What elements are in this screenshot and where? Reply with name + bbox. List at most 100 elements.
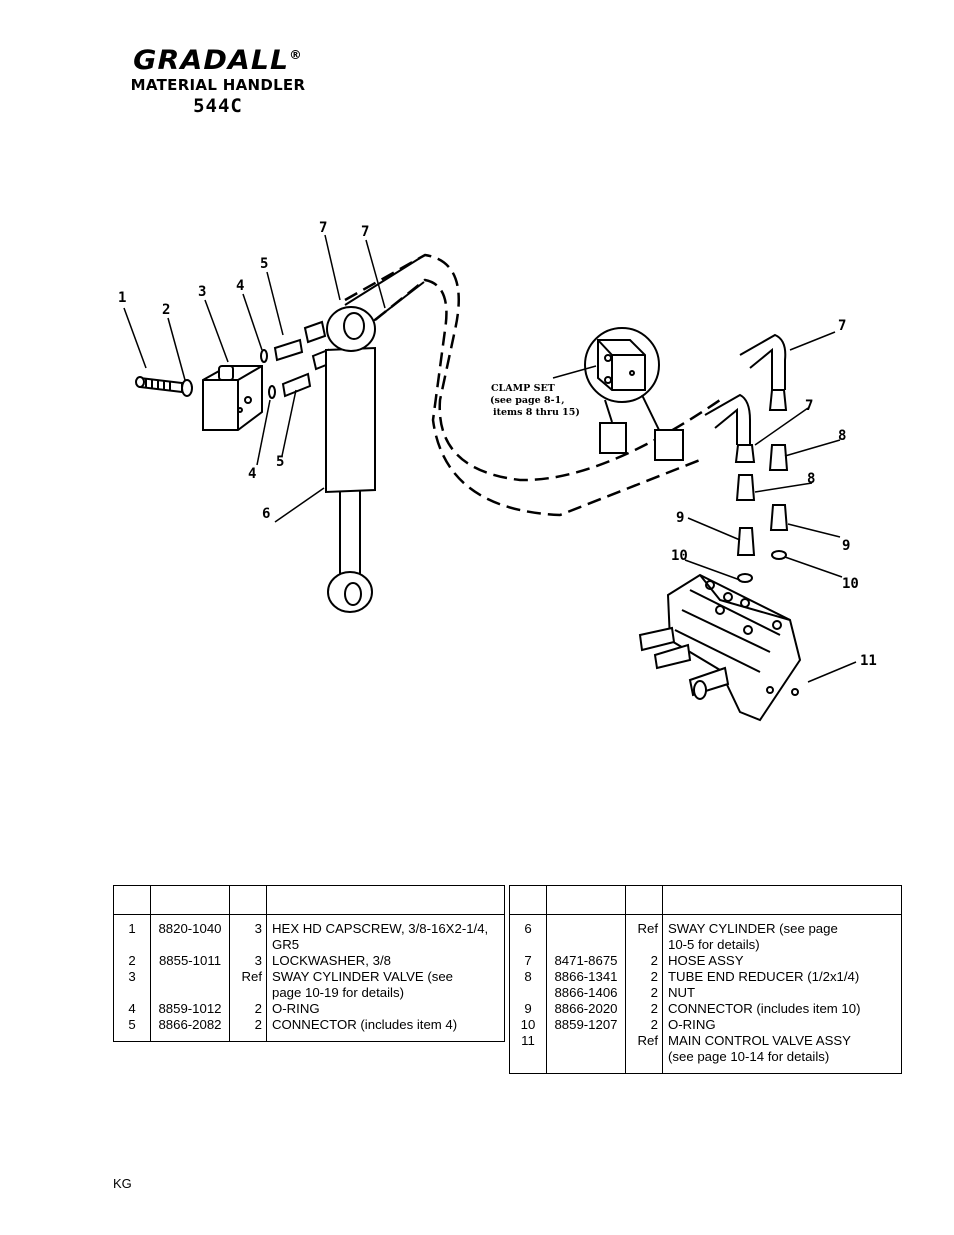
item-number: 8 <box>509 969 547 985</box>
description: NUT <box>662 985 902 1001</box>
callout-7-left-a: 7 <box>319 220 327 236</box>
part-number <box>546 1033 626 1049</box>
model-number: 544C <box>193 95 243 117</box>
item-number: 9 <box>509 1001 547 1017</box>
callout-3: 3 <box>198 284 206 300</box>
table-row: (see page 10-14 for details) <box>509 1049 902 1074</box>
item-number: 11 <box>509 1033 547 1049</box>
quantity: 2 <box>625 985 663 1001</box>
logo-subtitle: MATERIAL HANDLER <box>130 76 306 94</box>
item-number <box>509 937 547 953</box>
brand-name: GRADALL® <box>133 45 303 76</box>
registered-mark: ® <box>289 48 303 62</box>
part-number <box>150 969 230 985</box>
quantity: Ref <box>625 1033 663 1049</box>
header-qty <box>229 885 267 915</box>
callout-11: 11 <box>860 653 877 669</box>
table-header-row <box>509 885 902 915</box>
callout-4-top: 4 <box>236 278 244 294</box>
header-part-number <box>546 885 626 915</box>
description: page 10-19 for details) <box>266 985 505 1001</box>
item-number: 7 <box>509 953 547 969</box>
quantity <box>625 937 663 953</box>
callout-9-a: 9 <box>676 510 684 526</box>
part-number: 8820-1040 <box>150 914 230 937</box>
quantity <box>229 1033 267 1042</box>
table-row: 10-5 for details) <box>509 937 902 953</box>
item-number <box>113 937 151 953</box>
quantity: 2 <box>625 953 663 969</box>
description: CONNECTOR (includes item 4) <box>266 1017 505 1033</box>
description: HEX HD CAPSCREW, 3/8-16X2-1/4, <box>266 914 505 937</box>
quantity <box>229 985 267 1001</box>
part-number: 8866-2082 <box>150 1017 230 1033</box>
callout-7-left-b: 7 <box>361 224 369 240</box>
part-number: 8855-1011 <box>150 953 230 969</box>
description: HOSE ASSY <box>662 953 902 969</box>
description: MAIN CONTROL VALVE ASSY <box>662 1033 902 1049</box>
item-number <box>509 1049 547 1074</box>
callout-4-bottom: 4 <box>248 466 256 482</box>
description: SWAY CYLINDER VALVE (see <box>266 969 505 985</box>
description: GR5 <box>266 937 505 953</box>
part-number: 8859-1012 <box>150 1001 230 1017</box>
callout-10-b: 10 <box>842 576 859 592</box>
callout-7-right-a: 7 <box>838 318 846 334</box>
description: (see page 10-14 for details) <box>662 1049 902 1074</box>
callout-8-a: 8 <box>838 428 846 444</box>
part-number: 8866-1406 <box>546 985 626 1001</box>
header-item <box>509 885 547 915</box>
quantity: 2 <box>229 1017 267 1033</box>
callout-2: 2 <box>162 302 170 318</box>
description <box>266 1033 505 1042</box>
footer-code: KG <box>113 1176 132 1191</box>
callout-9-b: 9 <box>842 538 850 554</box>
quantity <box>625 1049 663 1074</box>
quantity: Ref <box>229 969 267 985</box>
callout-5-top: 5 <box>260 256 268 272</box>
description: CONNECTOR (includes item 10) <box>662 1001 902 1017</box>
table-row: page 10-19 for details) <box>113 985 505 1001</box>
description: SWAY CYLINDER (see page <box>662 914 902 937</box>
part-number: 8859-1207 <box>546 1017 626 1033</box>
description: LOCKWASHER, 3/8 <box>266 953 505 969</box>
item-number: 6 <box>509 914 547 937</box>
item-number: 3 <box>113 969 151 985</box>
clamp-set-note-line1: CLAMP SET <box>491 383 555 394</box>
quantity: 3 <box>229 953 267 969</box>
description: 10-5 for details) <box>662 937 902 953</box>
table-row <box>113 1033 505 1042</box>
callout-6: 6 <box>262 506 270 522</box>
part-number <box>546 914 626 937</box>
clamp-set-note-line2: (see page 8-1, <box>490 395 565 406</box>
quantity: Ref <box>625 914 663 937</box>
item-number: 1 <box>113 914 151 937</box>
description: O-RING <box>662 1017 902 1033</box>
item-number: 4 <box>113 1001 151 1017</box>
callout-1: 1 <box>118 290 126 306</box>
header-part-number <box>150 885 230 915</box>
part-number <box>546 937 626 953</box>
part-number <box>150 1033 230 1042</box>
item-number: 5 <box>113 1017 151 1033</box>
header-description <box>266 885 505 915</box>
header-description <box>662 885 902 915</box>
part-number: 8471-8675 <box>546 953 626 969</box>
description: TUBE END REDUCER (1/2x1/4) <box>662 969 902 985</box>
part-number: 8866-1341 <box>546 969 626 985</box>
item-number: 2 <box>113 953 151 969</box>
quantity: 2 <box>625 1017 663 1033</box>
part-number <box>546 1049 626 1074</box>
item-number <box>113 985 151 1001</box>
quantity <box>229 937 267 953</box>
clamp-set-note-line3: items 8 thru 15) <box>493 407 580 418</box>
quantity: 2 <box>229 1001 267 1017</box>
